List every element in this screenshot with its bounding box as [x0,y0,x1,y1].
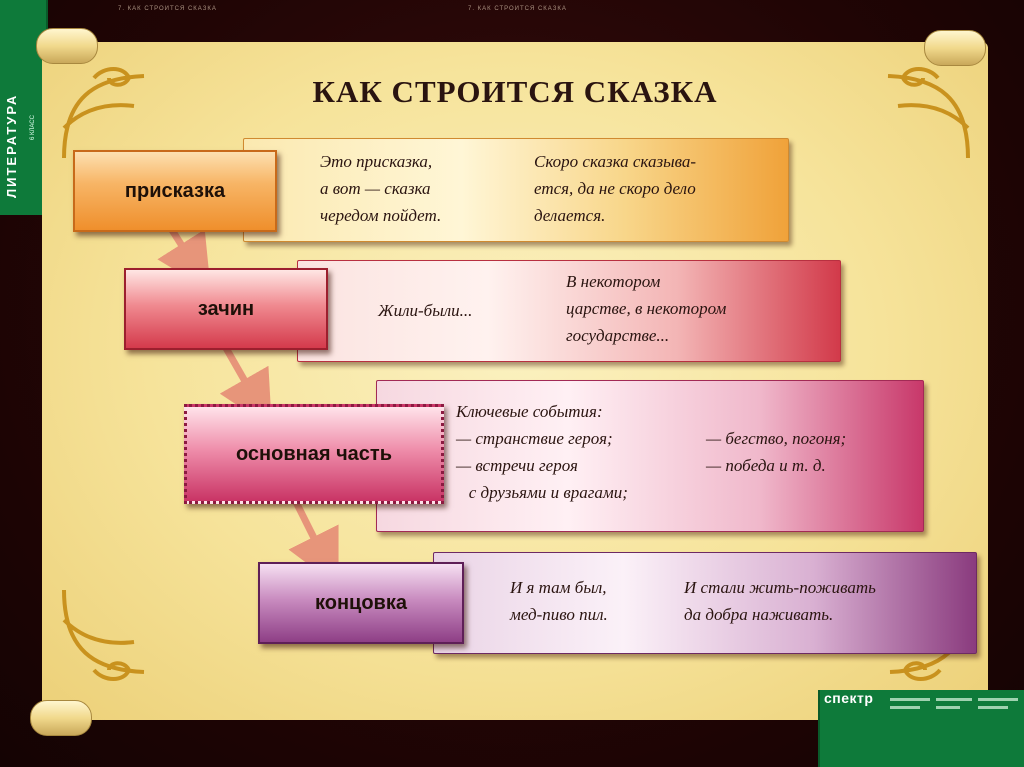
row-3-panel [376,380,924,532]
logo-detail [978,698,1018,701]
top-caption-center: 7. КАК СТРОИТСЯ СКАЗКА [468,6,567,12]
row-4-right-text: И стали жить-поживать да добра наживать. [684,578,876,624]
row-2-left-text: Жили-были... [378,301,473,320]
row-2-panel [297,260,841,362]
logo-detail [936,706,960,709]
arrow-2-icon [219,346,272,429]
row-1-label: присказка [73,150,277,232]
row-3-label: основная часть [184,404,444,504]
logo-detail [890,706,920,709]
row-4-panel [433,552,977,654]
row-4-label: концовка [258,562,464,644]
ornament-top-left-icon [62,67,145,159]
publisher-logo: спектр [818,690,1024,767]
row-1-panel [243,138,789,242]
top-caption-left: 7. КАК СТРОИТСЯ СКАЗКА [118,6,217,12]
arrow-3-icon [288,500,339,588]
logo-detail [890,698,930,701]
ornament-top-right-icon [887,67,970,159]
row-3-left-text: Ключевые события: — странствие героя; — … [456,402,628,502]
logo-detail [936,698,972,701]
row-1-right-text: Скоро сказка сказыва- ется, да не скоро … [534,152,697,225]
row-1-left-text: Это присказка, а вот — сказка чередом по… [320,152,442,225]
ornament-bottom-left-icon [62,589,145,681]
publisher-name: спектр [824,690,874,706]
scroll-roll-bottom-left [30,700,92,736]
logo-detail [978,706,1008,709]
row-4-left-text: И я там был, мед-пиво пил. [510,578,608,624]
row-2-label: зачин [124,268,328,350]
scroll-roll-top-left [36,28,98,64]
scroll-roll-top-right [924,30,986,66]
row-3-right-text: — бегство, погоня; — победа и т. д. [706,429,847,475]
arrow-1-icon [157,228,211,292]
page-title: КАК СТРОИТСЯ СКАЗКА [312,74,718,109]
row-2-right-text: В некотором царстве, в некотором государ… [566,272,727,345]
